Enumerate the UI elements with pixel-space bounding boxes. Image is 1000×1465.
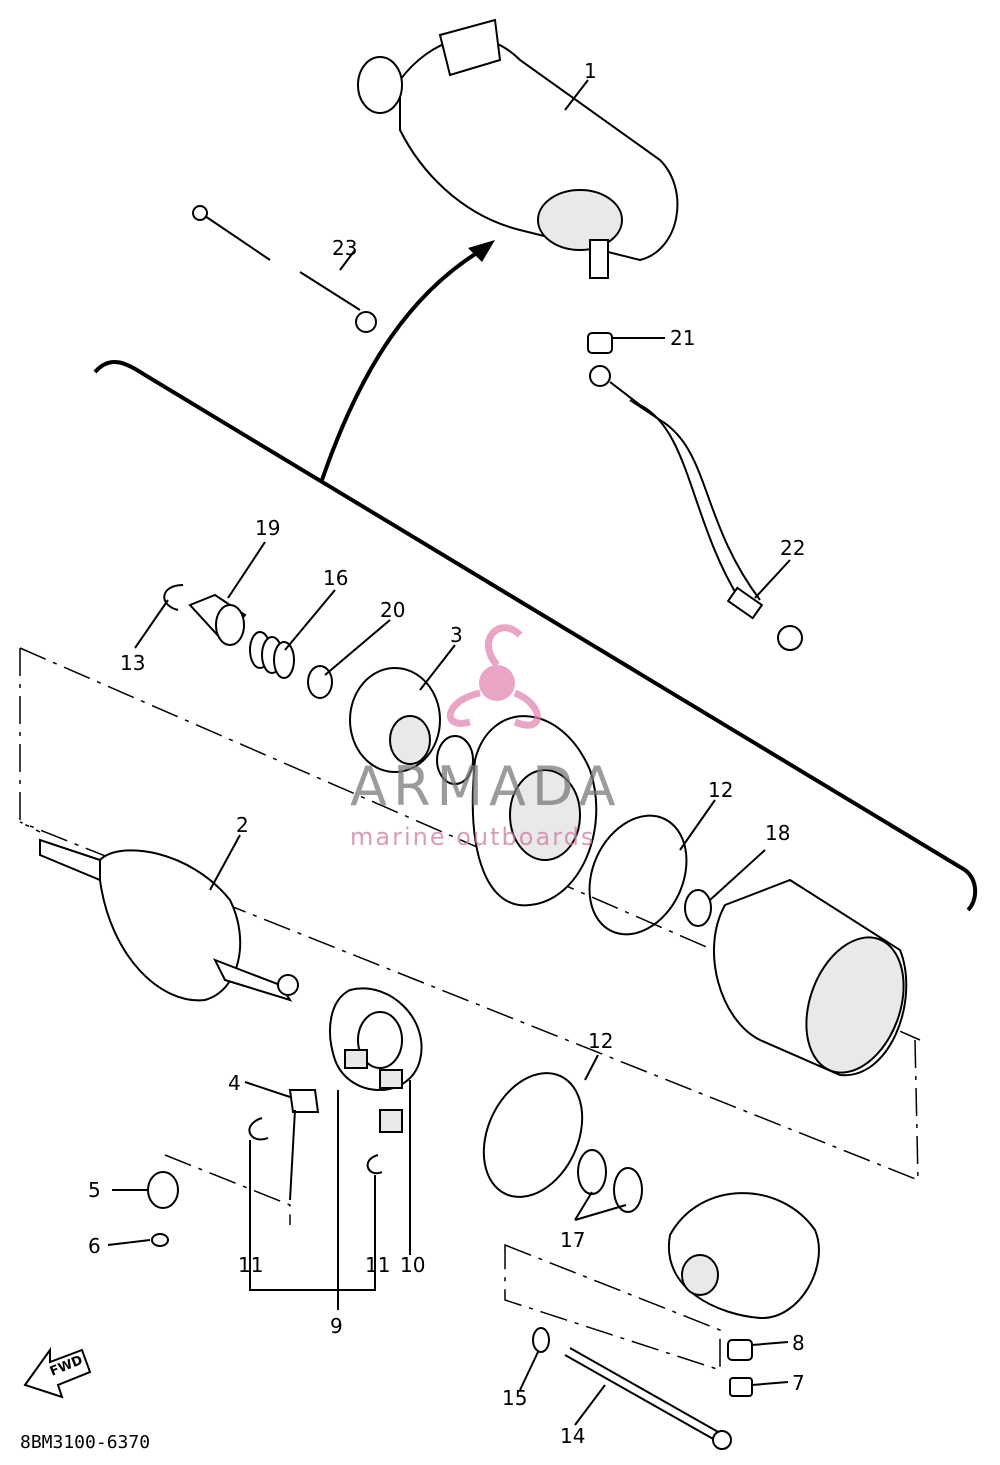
callout-16: 16 [323, 566, 348, 590]
propeller-logo-icon [446, 624, 541, 729]
clip-11b[interactable] [366, 1154, 383, 1175]
stopper[interactable] [188, 593, 247, 646]
callout-8: 8 [792, 1331, 805, 1355]
rear-bracket[interactable] [667, 1192, 820, 1320]
armada-watermark: ARMADA marine outboards [350, 624, 622, 851]
nut-7[interactable] [729, 1377, 753, 1397]
clip-11a[interactable] [248, 1117, 269, 1141]
washer-18[interactable] [684, 889, 712, 927]
axis-line-lower [504, 1243, 721, 1372]
callout-18: 18 [765, 821, 790, 845]
callout-23: 23 [332, 236, 357, 260]
callout-4: 4 [228, 1071, 241, 1095]
fwd-arrow-icon: FWD [23, 1346, 92, 1399]
assembly-arrow [320, 243, 491, 481]
brush-4[interactable] [288, 1089, 320, 1201]
assembly-arrowhead [468, 240, 495, 262]
callout-17: 17 [560, 1228, 585, 1252]
watermark-title: ARMADA [350, 755, 622, 818]
axis-line-right [19, 821, 919, 1182]
brush-plate[interactable] [329, 987, 423, 1091]
callout-6: 6 [88, 1234, 101, 1258]
callout-21: 21 [670, 326, 695, 350]
callout-7: 7 [792, 1371, 805, 1395]
yoke[interactable] [713, 878, 921, 1086]
leader-lines [107, 79, 791, 1426]
callout-9: 9 [330, 1314, 343, 1338]
grommet[interactable] [147, 1171, 179, 1209]
front-bracket[interactable] [471, 715, 598, 907]
starter-motor-assembly[interactable] [357, 18, 679, 279]
through-bolt[interactable] [564, 1347, 732, 1450]
watermark-subtitle: marine outboards [350, 823, 595, 851]
callout-20: 20 [380, 598, 405, 622]
callout-1: 1 [584, 59, 597, 83]
brush-10[interactable] [379, 1109, 403, 1133]
washer-17a[interactable] [577, 1149, 607, 1195]
callout-labels: 1 23 21 22 19 16 20 3 13 12 18 2 12 4 5 … [88, 59, 805, 1448]
axis-line-bolt [164, 1154, 291, 1225]
callout-10: 10 [400, 1253, 425, 1277]
callout-5: 5 [88, 1178, 101, 1202]
callout-3: 3 [450, 623, 463, 647]
starter-clutch[interactable] [349, 667, 474, 785]
washer-6[interactable] [151, 1233, 169, 1247]
group-bracket [93, 360, 978, 912]
spring[interactable] [249, 631, 295, 679]
callout-11-right: 11 [365, 1253, 390, 1277]
callout-11-left: 11 [238, 1253, 263, 1277]
circlip[interactable] [163, 584, 184, 611]
callout-19: 19 [255, 516, 280, 540]
nut-21[interactable] [587, 332, 613, 354]
washer-17b[interactable] [613, 1167, 643, 1213]
callout-2: 2 [236, 813, 249, 837]
o-ring-15[interactable] [532, 1327, 550, 1353]
o-ring-upper[interactable] [571, 800, 705, 950]
battery-cable[interactable] [589, 365, 803, 651]
callout-12-lower: 12 [588, 1029, 613, 1053]
callout-12-upper: 12 [708, 778, 733, 802]
o-ring-lower[interactable] [465, 1057, 602, 1213]
washer-20[interactable] [307, 665, 333, 699]
axis-line-left [19, 648, 41, 833]
lead-wire[interactable] [192, 205, 377, 333]
armature[interactable] [39, 838, 299, 1002]
nut-8[interactable] [727, 1339, 753, 1361]
callout-14: 14 [560, 1424, 585, 1448]
callout-15: 15 [502, 1386, 527, 1410]
callout-22: 22 [780, 536, 805, 560]
callout-13: 13 [120, 651, 145, 675]
diagram-code: 8BM3100-6370 [20, 1432, 151, 1453]
